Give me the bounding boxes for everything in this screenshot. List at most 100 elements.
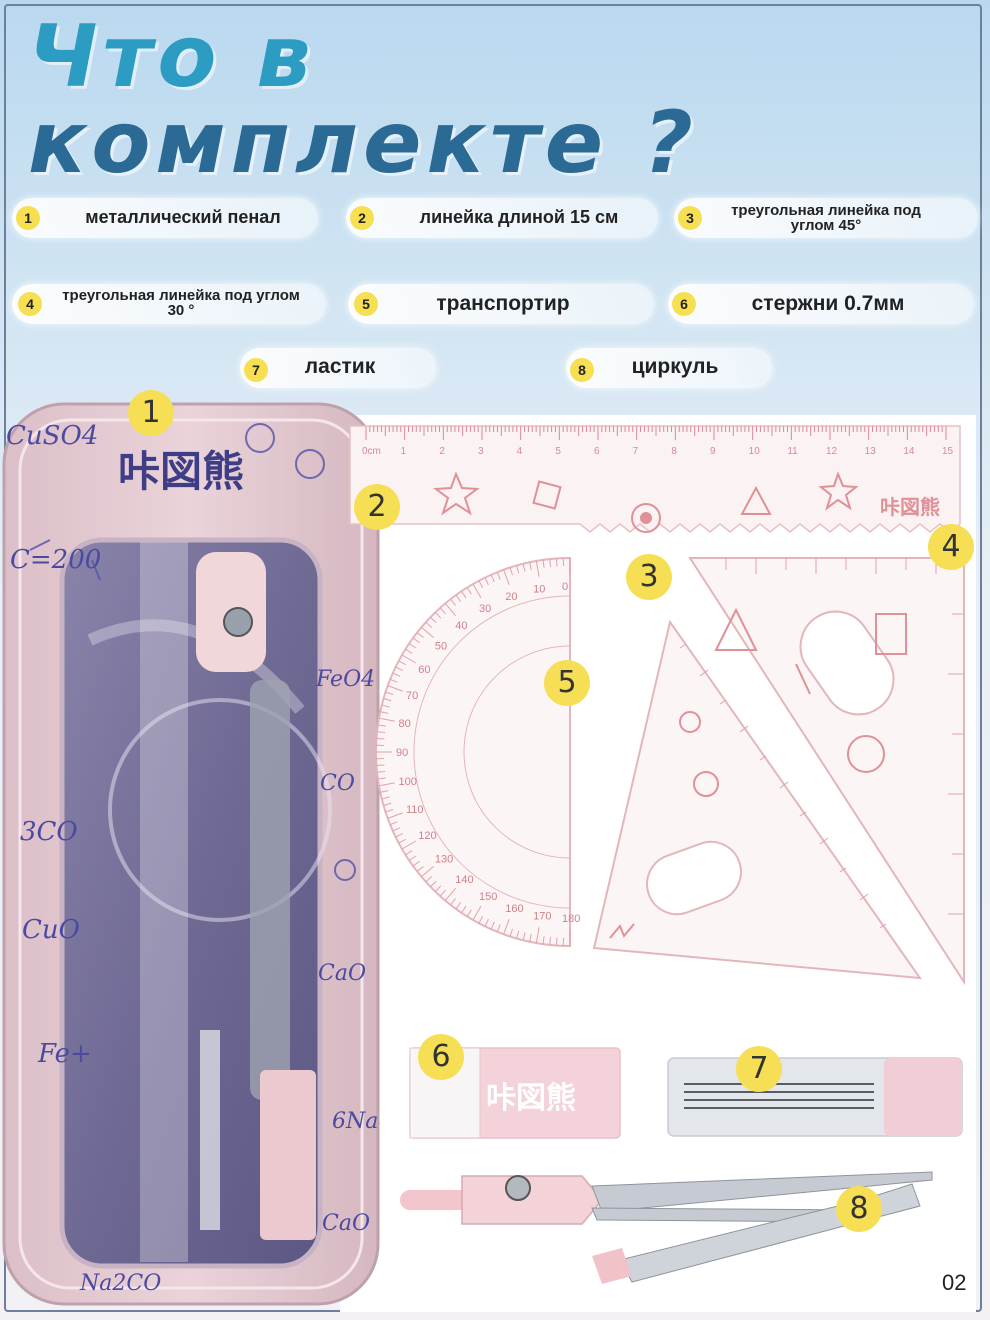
- protractor-tick: [425, 876, 433, 883]
- protractor-tick: [450, 598, 456, 606]
- protractor-tick: [439, 889, 446, 897]
- protractor-number: 30: [479, 603, 491, 615]
- protractor-tick: [392, 672, 401, 677]
- protractor-tick: [376, 737, 385, 740]
- protractor-number: 120: [418, 830, 436, 842]
- item-number-6: 6: [672, 292, 696, 316]
- protractor-tick: [377, 724, 386, 727]
- eraser-brand: 咔図熊: [486, 1081, 576, 1116]
- protractor-tick: [484, 577, 489, 586]
- protractor-tick: [535, 927, 540, 944]
- protractor-tick: [416, 866, 424, 872]
- protractor-tick: [529, 562, 532, 571]
- formula-6na: 6Na: [332, 1109, 378, 1134]
- protractor-tick: [405, 648, 413, 654]
- ruler-number: 10: [749, 446, 761, 457]
- protractor-tick: [387, 812, 403, 819]
- protractor-tick: [383, 802, 392, 806]
- ruler-number: 15: [942, 446, 954, 457]
- protractor-tick: [503, 569, 510, 585]
- protractor-tick: [509, 567, 513, 576]
- ruler-number: 13: [865, 446, 877, 457]
- protractor-tick: [490, 574, 495, 583]
- callout-1: 1: [128, 390, 174, 436]
- protractor-tick: [549, 936, 552, 945]
- protractor-tick: [439, 607, 446, 615]
- formula-c200: C=200: [10, 545, 101, 575]
- protractor-number: 180: [562, 913, 580, 925]
- protractor-tick: [383, 698, 392, 702]
- protractor-tick: [401, 840, 417, 850]
- protractor-number: 140: [455, 874, 473, 886]
- protractor-tick: [398, 838, 407, 844]
- protractor-tick: [529, 933, 532, 942]
- protractor-tick: [387, 685, 403, 692]
- protractor-tick: [395, 666, 404, 671]
- protractor-tick: [516, 930, 520, 939]
- protractor-tick: [421, 626, 434, 638]
- protractor-tick: [478, 580, 484, 589]
- formula-cuso4: CuSO4: [6, 421, 98, 451]
- callout-4: 4: [928, 524, 974, 570]
- item-number-7: 7: [244, 358, 268, 382]
- protractor-tick: [401, 654, 417, 664]
- title-line-2: комплекте ?: [28, 93, 698, 193]
- protractor-illustration: 1801701601501401301201101009080706050403…: [375, 556, 580, 948]
- protractor-tick: [412, 637, 420, 644]
- protractor-number: 150: [479, 891, 497, 903]
- formula-fe: Fe+: [37, 1039, 92, 1069]
- ruler-brand: 咔図熊: [880, 495, 940, 519]
- protractor-tick: [378, 782, 395, 787]
- protractor-tick: [516, 565, 520, 574]
- item-number-1: 1: [16, 206, 40, 230]
- protractor-number: 170: [533, 910, 551, 922]
- formula-feo4: FeO4: [315, 667, 375, 692]
- protractor-tick: [430, 880, 437, 888]
- protractor-number: 160: [505, 903, 523, 915]
- protractor-tick: [461, 590, 467, 599]
- protractor-tick: [389, 821, 398, 826]
- item-pill-8: 8 циркуль: [566, 348, 772, 388]
- protractor-number: 130: [435, 854, 453, 866]
- protractor-tick: [425, 621, 433, 628]
- ruler-number: 12: [826, 446, 838, 457]
- protractor-tick: [455, 594, 462, 602]
- ruler-number: 7: [633, 446, 639, 457]
- protractor-tick: [430, 616, 437, 624]
- callout-3: 3: [626, 554, 672, 600]
- triangle-30-illustration: [688, 557, 965, 986]
- lead-refill-illustration: [667, 1057, 963, 1137]
- protractor-number: 50: [435, 640, 447, 652]
- item-label-7: ластик: [304, 355, 376, 378]
- ruler-number: 1: [401, 446, 407, 457]
- protractor-number: 90: [396, 747, 408, 759]
- protractor-tick: [408, 643, 417, 649]
- protractor-tick: [496, 571, 501, 580]
- protractor-number: 100: [399, 776, 417, 788]
- protractor-number: 110: [406, 804, 424, 816]
- protractor-tick: [395, 833, 404, 838]
- item-pill-7: 7 ластик: [240, 348, 436, 388]
- item-pill-1: 1 металлический пенал: [12, 198, 318, 238]
- protractor-tick: [478, 915, 484, 924]
- item-pill-2: 2 линейка длиной 15 см: [346, 198, 658, 238]
- formula-na2co: Na2CO: [79, 1271, 161, 1296]
- item-label-6: стержни 0.7мм: [751, 292, 905, 315]
- protractor-tick: [380, 711, 389, 714]
- protractor-tick: [412, 860, 420, 867]
- item-label-1: металлический пенал: [85, 207, 281, 227]
- protractor-tick: [380, 790, 389, 793]
- protractor-tick: [522, 932, 526, 941]
- item-number-5: 5: [354, 292, 378, 316]
- protractor-tick: [381, 704, 390, 708]
- case-brand: 咔図熊: [118, 447, 244, 496]
- protractor-number: 20: [505, 591, 517, 603]
- page-number: 02: [942, 1270, 967, 1295]
- protractor-tick: [496, 924, 501, 933]
- protractor-tick: [509, 928, 513, 937]
- item-pill-4: 4 треугольная линейка под углом 30 °: [12, 284, 326, 324]
- formula-cuo: CuO: [22, 915, 80, 945]
- ruler-number: 5: [555, 446, 561, 457]
- protractor-tick: [377, 777, 386, 780]
